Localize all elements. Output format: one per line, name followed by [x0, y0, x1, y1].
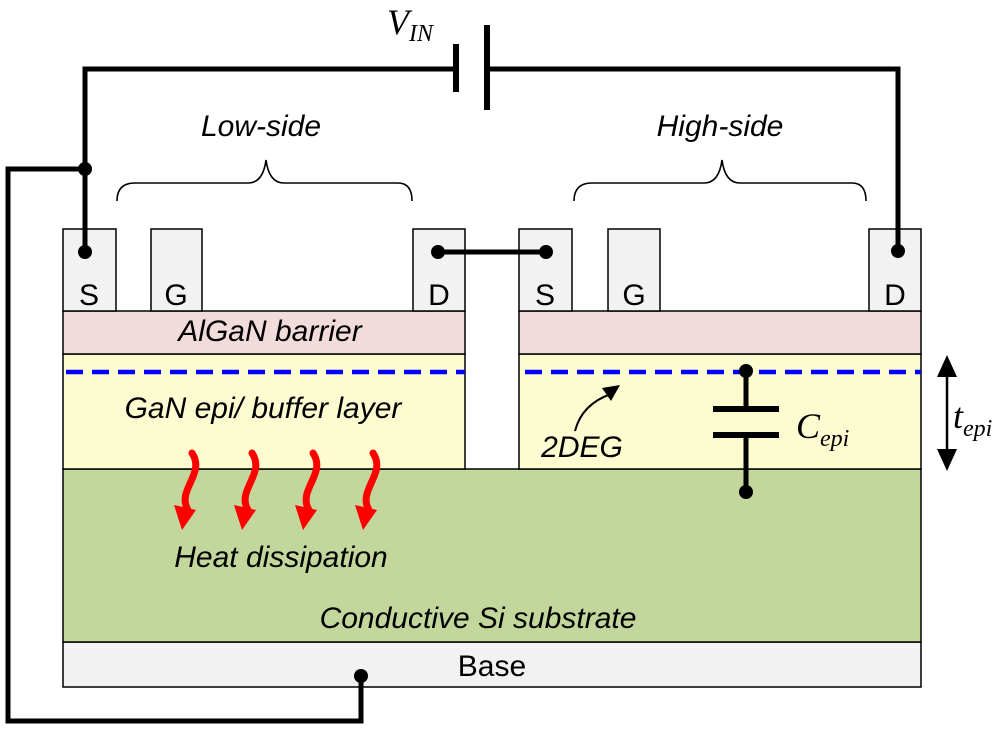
- base-node: [354, 669, 368, 683]
- base-label: Base: [458, 650, 526, 683]
- heat-arrow-1: [174, 449, 200, 530]
- supply-wire-left: [82, 66, 457, 255]
- supply-voltage-main: V: [387, 2, 413, 42]
- low-side-source-label: S: [79, 279, 99, 312]
- low-side-label: Low-side: [201, 110, 321, 143]
- cepi-label-sub: epi: [820, 426, 849, 452]
- low-side-source-terminal: S: [62, 228, 117, 312]
- low-side-gate-label: G: [164, 279, 187, 312]
- heat-arrow-3: [295, 449, 321, 530]
- high-side-source-node: [539, 245, 553, 259]
- high-side-algan-layer: [518, 310, 922, 355]
- high-side-source-terminal: S: [518, 228, 573, 312]
- high-side-drain-node: [891, 244, 905, 258]
- tepi-arrowhead-bottom: [937, 449, 957, 471]
- low-side-algan-layer: [62, 310, 466, 355]
- gan-buffer-label: GaN epi/ buffer layer: [125, 392, 403, 425]
- low-side-drain-node: [431, 245, 445, 259]
- tepi-label: tepi: [953, 396, 992, 442]
- cepi-bottom-node: [739, 485, 753, 499]
- substrate-label: Conductive Si substrate: [320, 602, 637, 635]
- high-side-gate-terminal: G: [607, 228, 661, 312]
- algan-barrier-label: AlGaN barrier: [176, 315, 362, 348]
- supply-junction-node: [78, 162, 92, 176]
- 2deg-label: 2DEG: [540, 431, 623, 464]
- heat-arrows: [174, 449, 381, 530]
- tepi-label-main: t: [953, 396, 964, 436]
- supply-voltage-label: VIN: [387, 2, 435, 47]
- substrate-layer: [62, 468, 922, 643]
- supply-voltage-sub: IN: [408, 21, 435, 47]
- high-side-drain-terminal: D: [868, 228, 922, 312]
- 2deg-pointer-arrow: [574, 393, 612, 432]
- cepi-label-main: C: [796, 406, 821, 446]
- heat-arrow-2: [234, 449, 260, 530]
- cepi-label: Cepi: [796, 406, 849, 452]
- low-side-source-node: [78, 245, 92, 259]
- cepi-top-node: [739, 364, 753, 378]
- base-return-wire: [5, 166, 364, 724]
- heat-arrow-4: [355, 449, 381, 530]
- low-side-brace: [116, 159, 413, 202]
- low-side-drain-label: D: [428, 279, 450, 312]
- heat-dissipation-label: Heat dissipation: [174, 541, 387, 574]
- high-side-gate-label: G: [622, 279, 645, 312]
- tepi-arrowhead-top: [937, 355, 957, 377]
- low-side-gate-terminal: G: [150, 228, 203, 312]
- high-side-drain-label: D: [884, 279, 906, 312]
- 2deg-pointer-arrowhead: [602, 385, 620, 401]
- high-side-brace: [573, 159, 867, 202]
- high-side-label: High-side: [657, 110, 784, 143]
- low-side-drain-terminal: D: [412, 228, 466, 312]
- tepi-label-sub: epi: [963, 416, 992, 442]
- supply-wire-right: [486, 66, 901, 254]
- base-layer: [62, 641, 922, 688]
- high-side-source-label: S: [535, 279, 555, 312]
